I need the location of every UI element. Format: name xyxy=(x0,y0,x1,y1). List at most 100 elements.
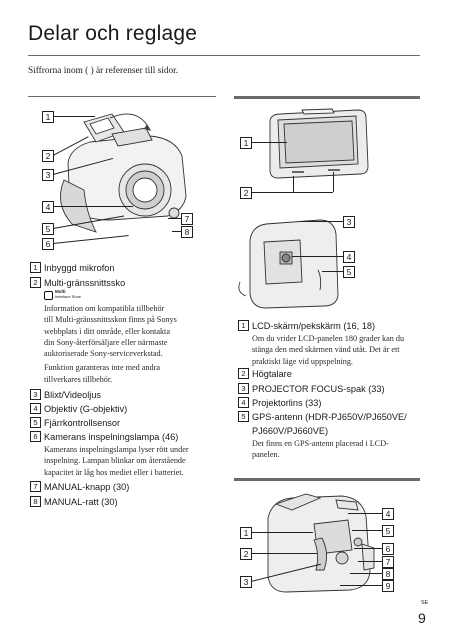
fig4-leader-4 xyxy=(348,513,382,514)
part-label: Inbyggd mikrofon xyxy=(44,263,115,273)
note-line: Om du vrider LCD-panelen 180 grader kan … xyxy=(252,334,405,343)
note-line: stänga den med skärmen vänd utåt. Det är… xyxy=(252,345,400,355)
language-code: SE xyxy=(421,600,429,606)
note-line: inspelning. Lampan blinkar om återståend… xyxy=(44,456,186,466)
fig4-leader-8 xyxy=(350,573,382,574)
fig4-leader-9 xyxy=(340,585,382,586)
fig2-callout-1: 1 xyxy=(240,137,252,149)
part-label: GPS-antenn (HDR-PJ650V/PJ650VE/ xyxy=(252,412,407,422)
fig2-leader-2 xyxy=(251,192,333,193)
note-line: tillverkares tillbehör. xyxy=(44,374,113,384)
mi-logo-line2: Interface Shoe xyxy=(55,294,82,299)
fig1-callout-7: 7 xyxy=(181,213,193,225)
fig1-callout-4: 4 xyxy=(42,201,54,213)
lamp-note: Kamerans inspelningslampa lyser rött und… xyxy=(44,444,189,478)
note-line: Kamerans inspelningslampa lyser rött und… xyxy=(44,445,189,454)
part-label: Fjärrkontrollsensor xyxy=(44,418,121,428)
note-line: kapacitet är låg hos mediet eller i batt… xyxy=(44,467,184,477)
fig4-callout-1: 1 xyxy=(240,527,252,539)
page-number: 9 xyxy=(418,610,426,626)
note-line: din Sony-återförsäljare eller närmaste xyxy=(44,337,168,347)
gps-model-line: PJ660V/PJ660VE) xyxy=(252,426,329,436)
fig1-leader-8 xyxy=(172,231,181,232)
fig1-leader-1 xyxy=(53,116,95,117)
part-label: Blixt/Videoljus xyxy=(44,390,102,400)
fig2-leader-2a xyxy=(293,176,294,192)
intro-text: Siffrorna inom ( ) är referenser till si… xyxy=(28,66,179,76)
fig1-callout-1: 1 xyxy=(42,111,54,123)
note-line: Funktion garanteras inte med andra xyxy=(44,363,160,373)
fig1-callout-6: 6 xyxy=(42,238,54,250)
mi-logo-icon xyxy=(44,291,53,300)
part-number-badge: 5 xyxy=(238,411,249,422)
camcorder-side-illustration xyxy=(267,493,375,593)
note-line: webbplats i ditt område, eller kontakta xyxy=(44,326,170,336)
left-column-rule xyxy=(28,96,216,98)
part-label: Multi-gränssnittssko xyxy=(44,278,126,288)
fig4-callout-4: 4 xyxy=(382,508,394,520)
part-label: Kamerans inspelningslampa (46) xyxy=(44,432,179,442)
gps-note: Det finns en GPS-antenn placerad i LCD- … xyxy=(252,438,389,461)
projector-side-illustration xyxy=(238,219,339,309)
part-label: MANUAL-knapp (30) xyxy=(44,482,130,492)
part-label: LCD-skärm/pekskärm (16, 18) xyxy=(252,321,376,331)
fig4-callout-3: 3 xyxy=(240,576,252,588)
camcorder-front-illustration xyxy=(59,113,187,233)
part-number-badge: 1 xyxy=(238,320,249,331)
mis-note: Information om kompatibla tillbehör till… xyxy=(44,303,177,385)
part-label: Projektorlins (33) xyxy=(252,398,322,408)
fig4-leader-2 xyxy=(251,553,317,554)
fig1-callout-8: 8 xyxy=(181,226,193,238)
multi-interface-shoe-logo: Multi Interface Shoe xyxy=(44,289,84,300)
right-column-rule xyxy=(234,96,420,99)
fig4-callout-7: 7 xyxy=(382,556,394,568)
part-number-badge: 6 xyxy=(30,431,41,442)
fig4-callout-6: 6 xyxy=(382,543,394,555)
note-line: Det finns en GPS-antenn placerad i LCD- xyxy=(252,439,389,448)
fig4-callout-8: 8 xyxy=(382,568,394,580)
fig4-callout-5: 5 xyxy=(382,525,394,537)
fig4-callout-2: 2 xyxy=(240,548,252,560)
part-number-badge: 5 xyxy=(30,417,41,428)
fig4-leader-1 xyxy=(251,532,313,533)
part-number-badge: 4 xyxy=(238,397,249,408)
fig3-leader-3 xyxy=(300,221,343,222)
fig2-leader-1 xyxy=(251,142,287,143)
fig1-callout-3: 3 xyxy=(42,169,54,181)
fig3-leader-4 xyxy=(292,256,343,257)
part-number-badge: 8 xyxy=(30,496,41,507)
part-number-badge: 2 xyxy=(238,368,249,379)
title-rule xyxy=(28,55,420,57)
fig3-callout-3: 3 xyxy=(343,216,355,228)
part-label: PROJECTOR FOCUS-spak (33) xyxy=(252,384,385,394)
fig1-leader-7 xyxy=(168,218,181,219)
fig2-callout-2: 2 xyxy=(240,187,252,199)
part-number-badge: 7 xyxy=(30,481,41,492)
fig4-leader-6 xyxy=(354,548,382,549)
part-number-badge: 3 xyxy=(238,383,249,394)
fig4-leader-7 xyxy=(358,561,382,562)
part-label: MANUAL-ratt (30) xyxy=(44,497,118,507)
fig3-callout-5: 5 xyxy=(343,266,355,278)
note-line: praktiskt läge vid uppspelning. xyxy=(252,356,353,366)
part-label: Högtalare xyxy=(252,369,292,379)
fig3-callout-4: 4 xyxy=(343,251,355,263)
part-number-badge: 2 xyxy=(30,277,41,288)
note-line: Information om kompatibla tillbehör xyxy=(44,304,165,313)
fig3-leader-5 xyxy=(322,271,343,272)
lcd-note: Om du vrider LCD-panelen 180 grader kan … xyxy=(252,333,404,367)
fig2-leader-2b xyxy=(333,172,334,192)
part-label: Objektiv (G-objektiv) xyxy=(44,404,128,414)
